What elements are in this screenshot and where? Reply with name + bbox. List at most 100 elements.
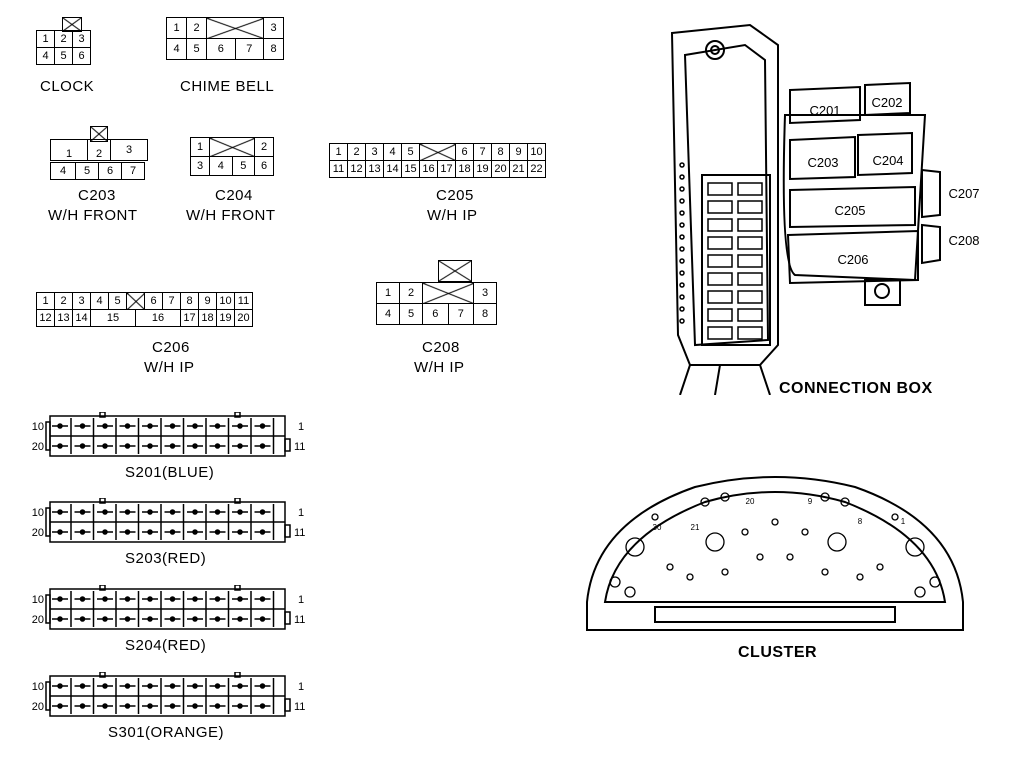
splice-pin-label: 20 [32,527,44,539]
cluster-pin-1: 1 [901,517,906,526]
pin: 2 [399,282,423,304]
pin: 8 [263,38,284,60]
pin: 17 [437,160,456,178]
cluster-title: CLUSTER [738,644,818,661]
cluster-pin-20: 20 [746,497,755,506]
pin: 19 [473,160,492,178]
pin: 2 [186,17,207,39]
pin: 10 [527,143,546,161]
pin: 3 [263,17,284,39]
pin: 12 [36,309,55,327]
box-label-c204: C204 [872,153,903,168]
pin: 15 [401,160,420,178]
c206-label: C206 [152,339,190,356]
box-label-c203: C203 [807,155,838,170]
pin: 14 [383,160,402,178]
pin: 1 [36,292,55,310]
pin: 7 [234,38,264,60]
c206-sublabel: W/H IP [144,359,195,376]
pin: 4 [383,143,402,161]
pin: 5 [401,143,420,161]
pin: 7 [162,292,181,310]
pin: 7 [473,143,492,161]
splice-label: S301(ORANGE) [108,724,225,741]
pin: 10 [216,292,235,310]
cluster-pin-30: 30 [653,523,662,532]
pin: 7 [447,303,474,325]
splice-pin-label: 11 [294,614,305,626]
splice-pin-label: 1 [298,507,304,519]
pin: 4 [50,162,76,180]
pin: 1 [329,143,348,161]
cluster-pin-9: 9 [808,497,813,506]
pin: 1 [50,139,88,161]
pin: 3 [72,292,91,310]
pin: 9 [509,143,528,161]
c208-label: C208 [422,339,460,356]
pin: 11 [329,160,348,178]
splice-pin-label: 1 [298,594,304,606]
pin: 4 [36,47,55,65]
pin: 2 [254,137,274,157]
c205-label: C205 [436,187,474,204]
pin: 4 [90,292,109,310]
c204-sublabel: W/H FRONT [186,207,276,224]
pin: 12 [347,160,366,178]
pin: 21 [509,160,528,178]
c208-sublabel: W/H IP [414,359,465,376]
box-label-c205: C205 [834,203,865,218]
pin: 19 [216,309,235,327]
pin: 16 [419,160,438,178]
pin: 16 [135,309,181,327]
splice-label: S204(RED) [125,637,207,654]
c205-key [419,143,456,161]
pin: 2 [54,292,73,310]
cluster-pin-8: 8 [858,517,863,526]
pin: 4 [209,156,233,176]
splice-pin-label: 11 [294,527,305,539]
splice-pin-label: 1 [298,421,304,433]
pin: 20 [491,160,510,178]
splice-pin-label: 1 [298,681,304,693]
pin: 8 [473,303,497,325]
c208-key [438,260,472,282]
pin: 20 [234,309,253,327]
splice-pin-label: 10 [32,681,44,693]
splice-pin-label: 11 [294,701,305,713]
pin: 13 [54,309,73,327]
splice-label: S201(BLUE) [125,464,215,481]
box-label-c206: C206 [837,252,868,267]
pin: 3 [473,282,497,304]
pin: 3 [190,156,210,176]
pin: 8 [491,143,510,161]
box-label-c202: C202 [871,95,902,110]
c204-label: C204 [215,187,253,204]
pin: 6 [98,162,122,180]
splice-pin-label: 20 [32,441,44,453]
pin: 5 [231,156,255,176]
pin: 2 [54,30,73,48]
pin: 9 [198,292,217,310]
chime-bell-key [206,17,264,39]
splice-pin-label: 20 [32,701,44,713]
pin: 13 [365,160,384,178]
pin: 11 [234,292,253,310]
splice-pin-label: 10 [32,507,44,519]
c204-key [209,137,255,157]
pin: 14 [72,309,91,327]
box-label-c207: C207 [948,186,979,201]
pin: 17 [180,309,199,327]
pin: 3 [72,30,91,48]
cluster-drawing: 30 21 20 9 8 1 [586,476,964,631]
c208-inner-key [422,282,474,304]
c203-label: C203 [78,187,116,204]
pin: 6 [72,47,91,65]
pin: 5 [399,303,423,325]
pin: 4 [166,38,187,60]
pin: 6 [254,156,274,176]
splice-label: S203(RED) [125,550,207,567]
pin: 18 [198,309,217,327]
c205-sublabel: W/H IP [427,207,478,224]
splice-pin-label: 10 [32,421,44,433]
